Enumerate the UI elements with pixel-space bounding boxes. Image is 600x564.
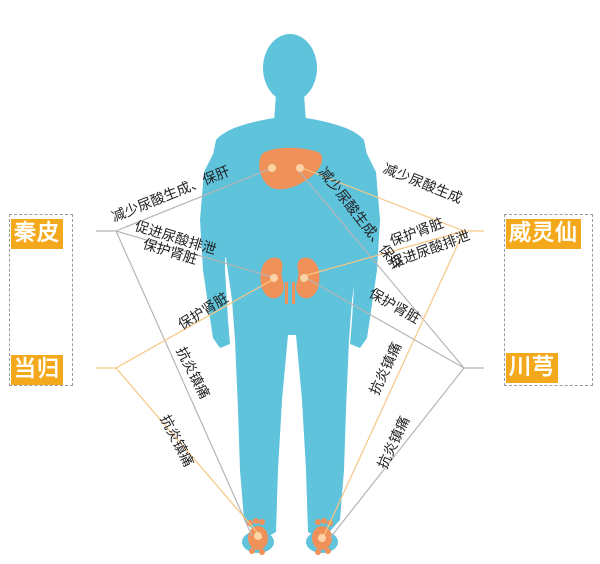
human-body-silhouette: [200, 34, 380, 553]
herb-group-box-left: [9, 214, 73, 386]
herb-label-chuanxiong: 川芎: [506, 353, 559, 383]
herb-label-danggui: 当归: [11, 355, 64, 385]
liver-organ: [259, 147, 323, 190]
effect-label: 减少尿酸生成: [381, 161, 465, 207]
connection-dots: [254, 164, 326, 542]
herb-label-qinpi: 秦皮: [11, 219, 64, 249]
effect-label: 保护肾脏: [366, 286, 422, 328]
effect-label: 抗炎镇痛: [172, 344, 213, 402]
connections-orange: [96, 167, 484, 541]
connections-gray: [96, 167, 484, 539]
effect-label: 抗炎镇痛: [366, 340, 405, 398]
herb-group-box-right: [504, 214, 593, 386]
herb-label-weilingxian: 威灵仙: [506, 219, 582, 249]
effect-label: 抗炎镇痛: [156, 412, 197, 470]
effect-label: 抗炎镇痛: [374, 414, 413, 472]
